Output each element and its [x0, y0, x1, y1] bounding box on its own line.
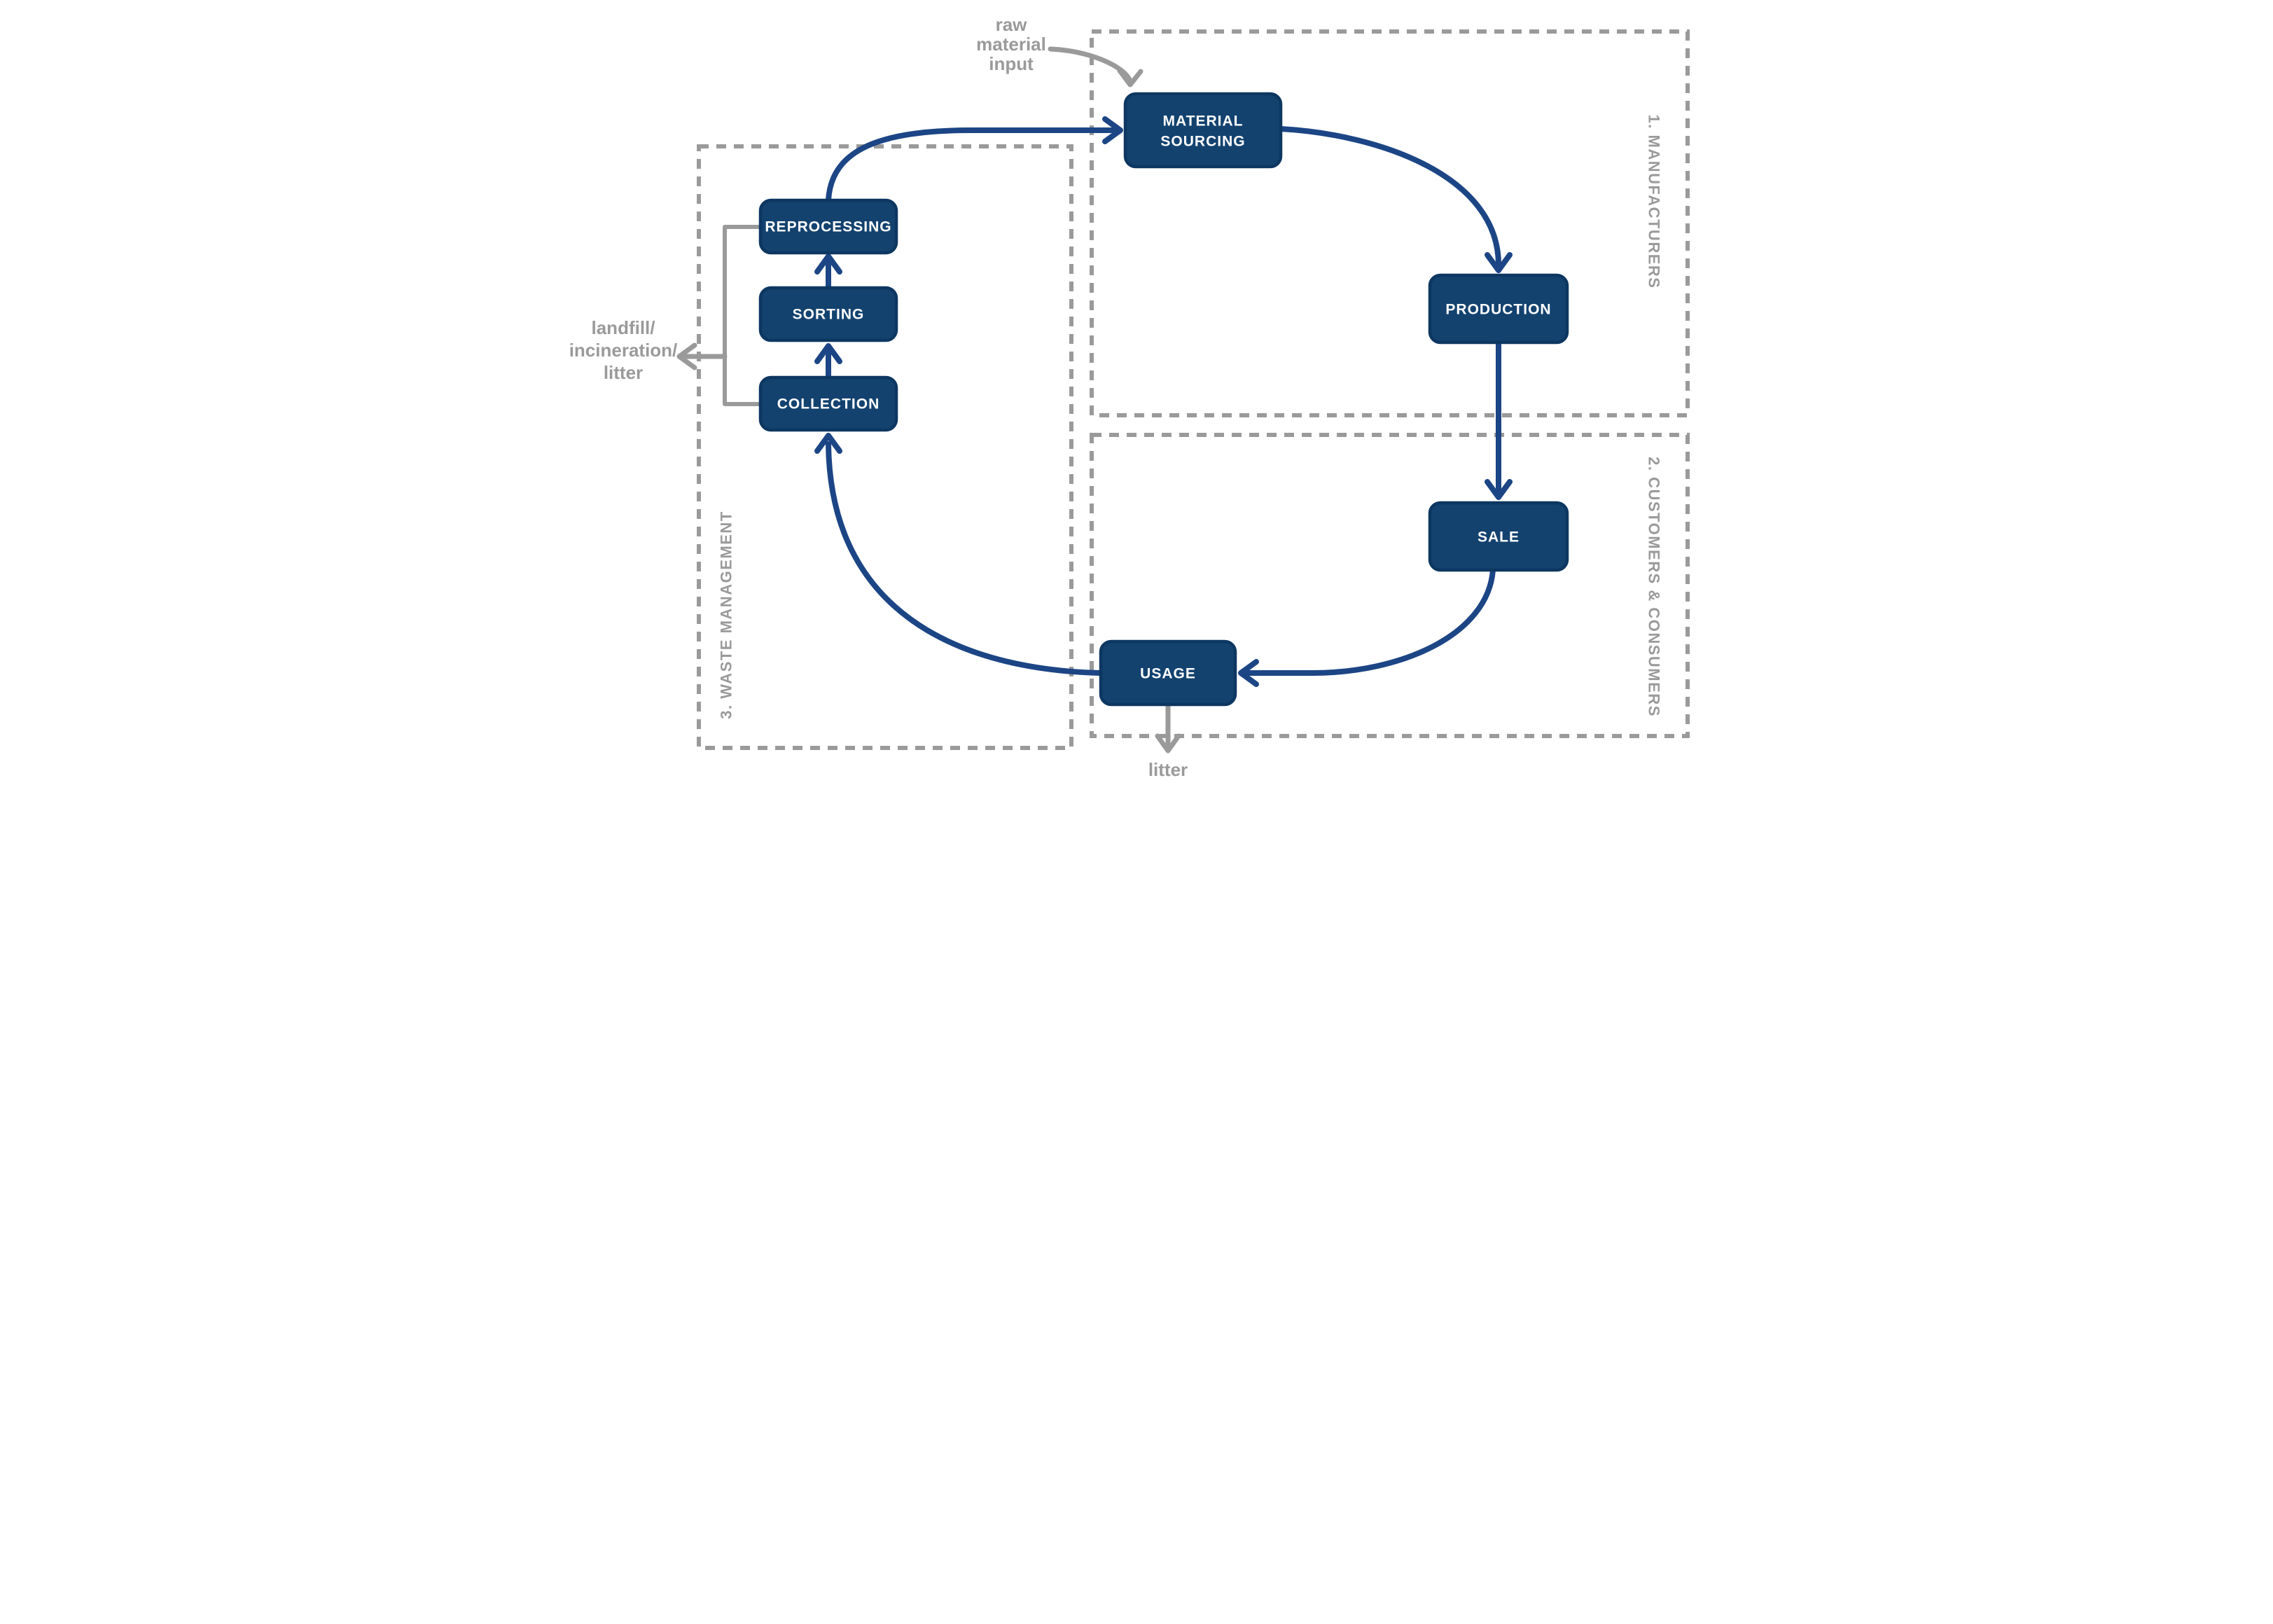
landfill-exit-label: landfill/ incineration/ litter — [569, 317, 677, 383]
region-customers-consumers-border — [1089, 433, 1690, 738]
node-material-sourcing-box — [1123, 92, 1282, 169]
arrow-material-sourcing-to-production — [1277, 126, 1513, 273]
arrow-production-to-sale — [1484, 340, 1513, 500]
region-label-waste-management: 3. WASTE MANAGEMENT — [717, 511, 735, 719]
arrow-raw-material-shaft — [1048, 46, 1132, 84]
raw-material-line1: raw — [995, 14, 1027, 35]
arrowhead-right-icon — [1101, 116, 1123, 144]
region-manufacturers-border — [1089, 29, 1690, 417]
region-label-customers-consumers: 2. CUSTOMERS & CONSUMERS — [1645, 457, 1662, 717]
node-collection: COLLECTION — [758, 375, 898, 432]
arrowhead-up-icon — [814, 254, 842, 275]
arrowhead-down-icon — [1155, 733, 1181, 754]
waste-bracket — [722, 225, 763, 406]
node-sale-label: SALE — [1477, 529, 1519, 546]
region-label-manufacturers: 1. MANUFACTURERS — [1645, 115, 1662, 289]
node-production-label: PRODUCTION — [1445, 302, 1551, 318]
node-reprocessing-box — [758, 198, 898, 255]
arrowhead-up-icon — [814, 343, 842, 364]
region-waste-management-border — [696, 144, 1073, 750]
node-material-sourcing-line2: SOURCING — [1160, 134, 1245, 150]
circular-economy-diagram: 1. MANUFACTURERS 2. CUSTOMERS & CONSUMER… — [568, 0, 1705, 812]
arrowhead-down-icon — [1117, 68, 1143, 88]
flow-shaft — [825, 441, 1104, 676]
arrow-usage-to-litter — [1155, 702, 1181, 754]
landfill-line1: landfill/ — [591, 317, 655, 338]
node-sale-box — [1428, 501, 1569, 572]
arrow-collection-to-sorting — [814, 343, 842, 380]
node-usage-label: USAGE — [1140, 666, 1196, 682]
arrow-reprocessing-to-material-sourcing — [825, 116, 1123, 203]
node-collection-box — [758, 375, 898, 432]
node-material-sourcing-line1: MATERIAL — [1162, 113, 1243, 130]
node-material-sourcing: MATERIAL SOURCING — [1123, 92, 1282, 169]
arrow-to-landfill — [676, 342, 727, 370]
node-production: PRODUCTION — [1428, 273, 1569, 345]
node-reprocessing-label: REPROCESSING — [765, 219, 891, 235]
raw-material-input-label: raw material input — [976, 14, 1046, 74]
raw-material-line3: input — [989, 53, 1034, 74]
arrowhead-left-icon — [1237, 659, 1259, 687]
litter-exit-label: litter — [1148, 759, 1187, 780]
arrowhead-up-icon — [814, 433, 842, 454]
arrow-usage-to-collection — [814, 433, 1104, 676]
node-sale: SALE — [1428, 501, 1569, 572]
arrowhead-left-icon — [676, 342, 697, 370]
arrowhead-down-icon — [1484, 479, 1513, 500]
node-usage-box — [1099, 639, 1237, 707]
landfill-line3: litter — [603, 362, 642, 383]
node-sorting: SORTING — [758, 286, 898, 342]
node-collection-label: COLLECTION — [777, 396, 880, 412]
arrow-raw-material-to-sourcing — [1048, 46, 1143, 88]
node-sorting-label: SORTING — [792, 307, 864, 323]
node-sorting-box — [758, 286, 898, 342]
node-reprocessing: REPROCESSING — [758, 198, 898, 255]
node-usage: USAGE — [1099, 639, 1237, 707]
raw-material-line2: material — [976, 34, 1046, 55]
node-production-box — [1428, 273, 1569, 345]
flow-shaft — [825, 127, 1116, 203]
flow-shaft — [1277, 126, 1501, 268]
landfill-line2: incineration/ — [569, 340, 677, 361]
flow-shaft — [1243, 567, 1496, 676]
arrowhead-down-icon — [1484, 252, 1513, 273]
arrow-sorting-to-reprocessing — [814, 254, 842, 291]
diagram-stage: 1. MANUFACTURERS 2. CUSTOMERS & CONSUMER… — [568, 0, 1705, 812]
arrow-sale-to-usage — [1237, 567, 1496, 687]
